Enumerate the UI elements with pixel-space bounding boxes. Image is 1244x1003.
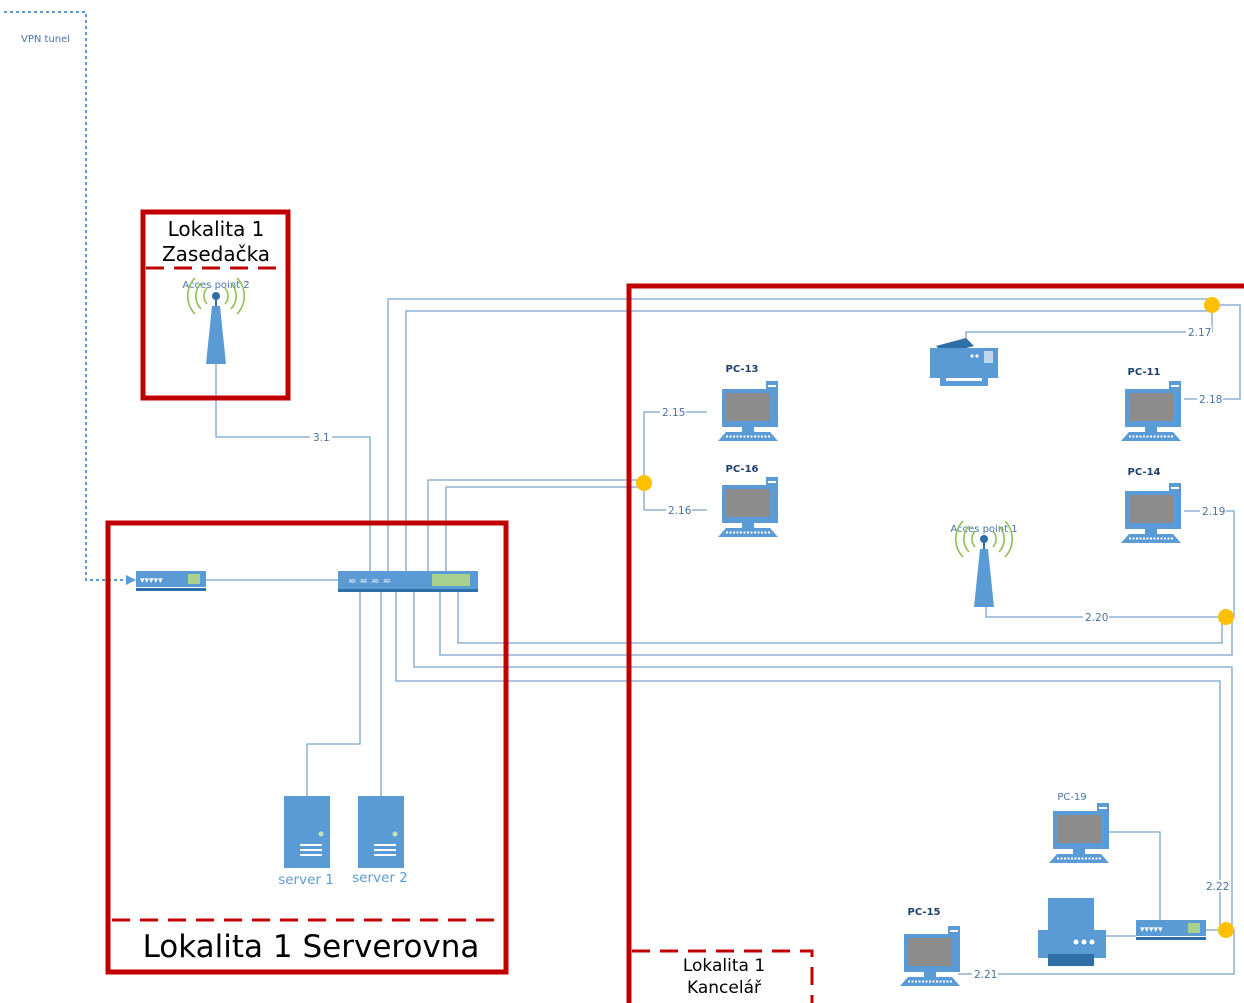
- main-switch-icon: ≂ ≂ ≂ ≂: [338, 571, 478, 592]
- pc-16-icon: [717, 476, 779, 538]
- svg-text:≂ ≂ ≂ ≂: ≂ ≂ ≂ ≂: [348, 576, 391, 587]
- zone-kancelar-border: [626, 283, 1244, 1003]
- zone-serverovna-border: [105, 520, 509, 975]
- pc-11-icon: [1120, 380, 1182, 442]
- zone-zasedacka-title-line2: Zasedačka: [162, 242, 270, 266]
- printer-icon: [1038, 898, 1106, 966]
- switch-2-icon: [1136, 920, 1206, 940]
- server-1-icon: [284, 796, 330, 868]
- pc-13-icon: [717, 380, 779, 442]
- zone-serverovna-title: Lokalita 1 Serverovna: [143, 929, 480, 965]
- link-label-2-17: 2.17: [1188, 327, 1211, 339]
- pc-11-label: PC-11: [1128, 367, 1161, 378]
- access-point-2-label: Acces point 2: [182, 280, 249, 291]
- zone-zasedacka-title-line1: Lokalita 1: [168, 217, 265, 241]
- link-label-2-21: 2.21: [974, 969, 997, 981]
- pc-15-label: PC-15: [908, 907, 941, 918]
- hub-dot-top-right: [1204, 297, 1220, 313]
- link-label-3-1: 3.1: [313, 432, 330, 444]
- pc-14-icon: [1120, 482, 1182, 544]
- server-2-icon: [358, 796, 404, 868]
- pc-19-label: PC-19: [1057, 792, 1086, 803]
- vpn-router-icon: [136, 571, 206, 591]
- pc-19-icon: [1048, 802, 1110, 864]
- link-label-2-22: 2.22: [1206, 881, 1229, 893]
- access-point-1-label: Acces point 1: [950, 524, 1017, 535]
- link-label-2-19: 2.19: [1202, 506, 1225, 518]
- fax-printer-icon: [930, 338, 998, 386]
- pc-15-icon: [899, 925, 961, 987]
- hub-dot-left: [636, 475, 652, 491]
- pc-16-label: PC-16: [726, 464, 759, 475]
- link-label-2-20: 2.20: [1085, 612, 1108, 624]
- server-2-label: server 2: [352, 870, 408, 886]
- zone-kancelar-title-line1: Lokalita 1: [683, 956, 765, 976]
- pc-13-label: PC-13: [726, 364, 759, 375]
- vpn-tunnel-line: [4, 11, 128, 581]
- link-label-2-16: 2.16: [668, 505, 692, 517]
- zone-zasedacka-border: [140, 209, 291, 401]
- link-label-2-15: 2.15: [662, 407, 685, 419]
- link-label-2-18: 2.18: [1199, 394, 1222, 406]
- pc-14-label: PC-14: [1128, 467, 1161, 478]
- zone-kancelar-label-box: [632, 949, 814, 1003]
- hub-dot-ap1: [1218, 609, 1234, 625]
- server-1-label: server 1: [278, 872, 334, 888]
- vpn-arrow-head: [126, 575, 136, 585]
- hub-dot-bottom-right: [1218, 922, 1234, 938]
- vpn-label: VPN tunel: [21, 34, 70, 45]
- zone-kancelar-title-line2: Kancelář: [687, 978, 762, 998]
